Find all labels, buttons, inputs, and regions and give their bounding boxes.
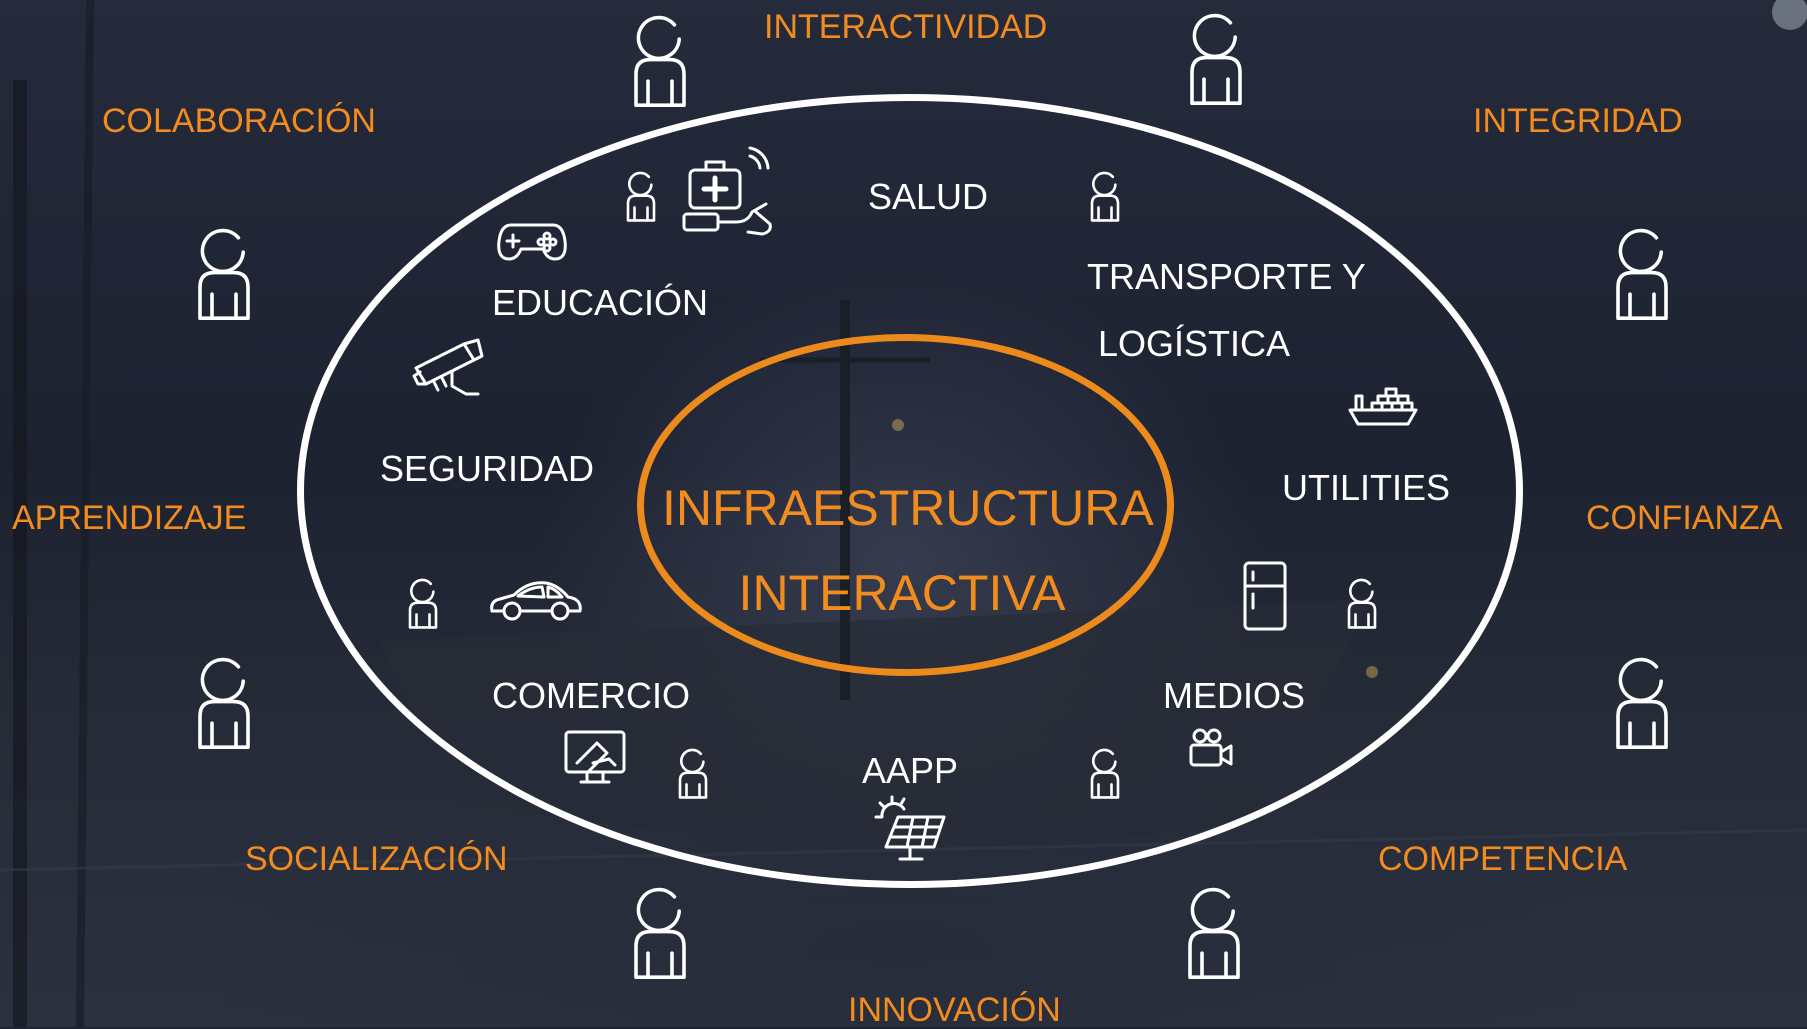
- sector-seguridad: SEGURIDAD: [380, 448, 595, 489]
- person-icon: [1342, 578, 1382, 630]
- cargo-ship-icon: [1348, 387, 1418, 428]
- solar-panel-icon: [874, 795, 946, 861]
- sector-comercio: COMERCIO: [492, 675, 690, 716]
- value-interactividad: INTERACTIVIDAD: [764, 8, 1048, 46]
- sector-medios: MEDIOS: [1163, 675, 1306, 716]
- sector-utilities: UTILITIES: [1282, 467, 1451, 508]
- center-title-line2: INTERACTIVA: [738, 565, 1066, 621]
- person-icon: [403, 578, 443, 630]
- value-integridad: INTEGRIDAD: [1473, 102, 1683, 140]
- person-icon: [1606, 227, 1678, 323]
- person-icon: [1606, 656, 1678, 752]
- car-icon: [488, 577, 584, 623]
- sector-transporte-line1: TRANSPORTE Y: [1087, 256, 1366, 297]
- computer-payment-icon: [563, 729, 627, 785]
- center-title-line1: INFRAESTRUCTURA: [662, 480, 1154, 536]
- security-camera-icon: [412, 338, 484, 402]
- person-icon: [1178, 886, 1250, 982]
- person-icon: [1085, 748, 1125, 800]
- inner-ring: [637, 334, 1174, 676]
- person-icon: [188, 227, 260, 323]
- refrigerator-icon: [1242, 560, 1288, 632]
- person-icon: [624, 14, 696, 110]
- gamepad-icon: [497, 217, 567, 263]
- person-icon: [1085, 171, 1125, 223]
- person-icon: [673, 748, 713, 800]
- person-icon: [624, 886, 696, 982]
- value-confianza: CONFIANZA: [1586, 499, 1783, 537]
- person-icon: [1180, 12, 1252, 108]
- person-icon: [621, 171, 661, 223]
- value-colaboracion: COLABORACIÓN: [102, 102, 376, 140]
- value-innovacion: INNOVACIÓN: [848, 991, 1061, 1029]
- value-competencia: COMPETENCIA: [1378, 840, 1628, 878]
- sector-aapp: AAPP: [862, 750, 959, 791]
- outer-ring: [297, 94, 1523, 888]
- person-icon: [188, 656, 260, 752]
- sector-educacion: EDUCACIÓN: [492, 282, 709, 323]
- video-camera-icon: [1188, 728, 1234, 768]
- sector-transporte-line2: LOGÍSTICA: [1098, 323, 1291, 364]
- value-aprendizaje: APRENDIZAJE: [12, 499, 247, 537]
- sector-salud: SALUD: [868, 176, 989, 217]
- medical-kit-icon: [678, 142, 778, 242]
- value-socializacion: SOCIALIZACIÓN: [245, 840, 508, 878]
